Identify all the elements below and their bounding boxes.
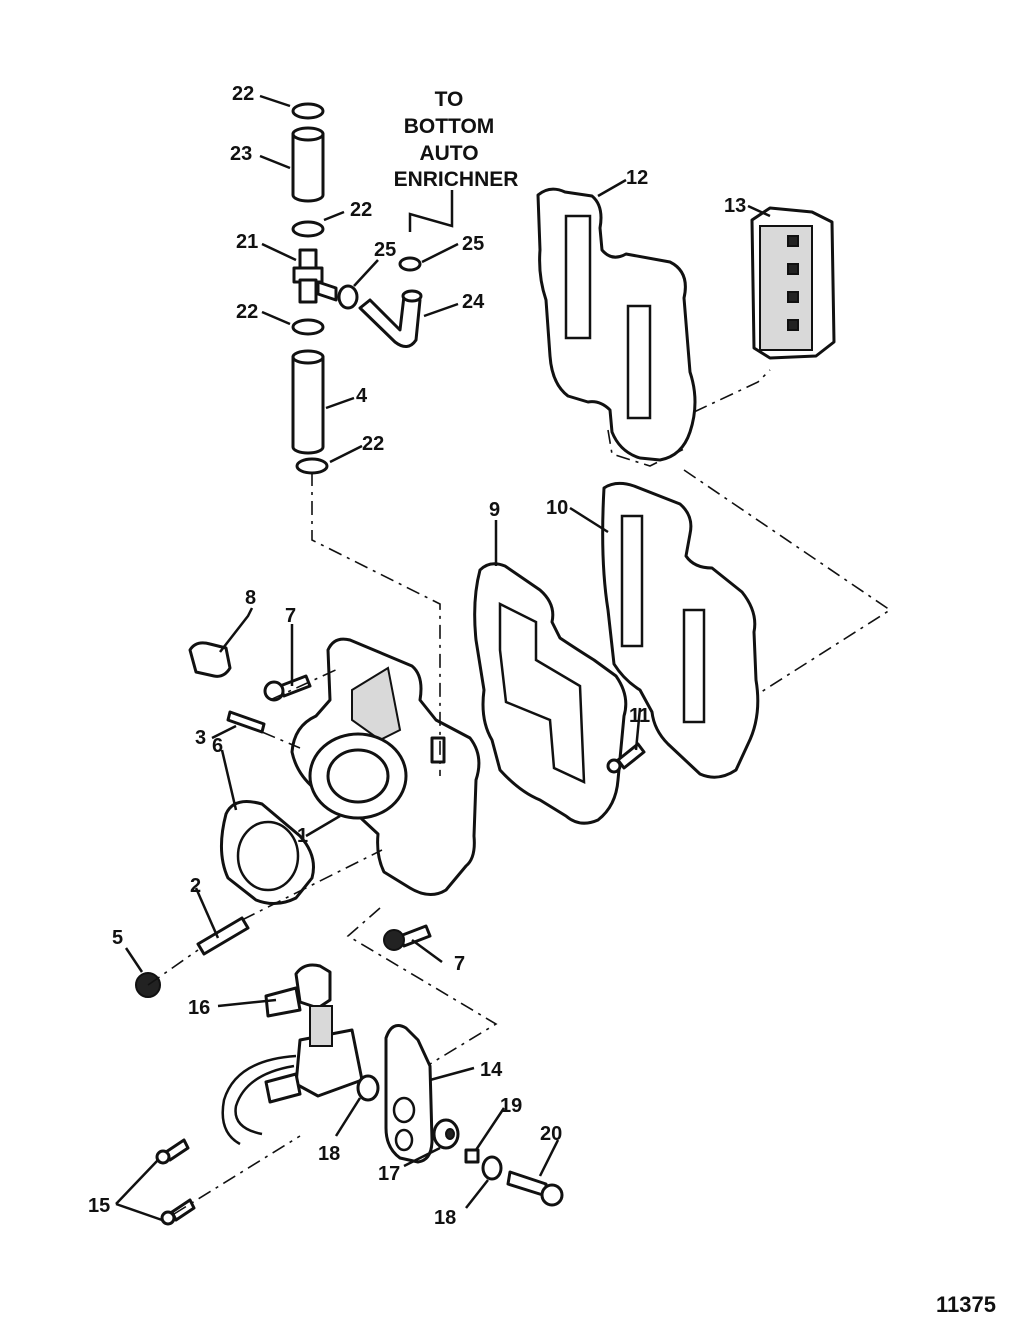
callout-22: 22 [350,199,372,221]
callout-8: 8 [245,587,256,609]
hose-23 [291,132,325,203]
pin-3 [226,710,266,734]
figure-number: 11375 [936,1292,996,1317]
gasket-10 [601,481,760,779]
callout-20: 20 [540,1123,562,1145]
callout-23: 23 [230,143,252,165]
hose-clamp-top [291,102,325,120]
callout-18: 18 [434,1207,456,1229]
callout-17: 17 [378,1163,400,1185]
hose-assembly [291,102,423,475]
hose-clamp-bottom [295,457,329,475]
callout-22: 22 [236,301,258,323]
callout-11: 11 [629,705,650,727]
bracket-14 [384,1024,434,1164]
note-line-1: TO [435,88,464,111]
callout-16: 16 [188,997,210,1019]
callout-18: 18 [318,1143,340,1165]
washer-18-lower [481,1155,503,1181]
screw-7-bottom [383,924,432,951]
callout-4: 4 [356,385,368,407]
auto-enrichner-note: TO BOTTOM AUTO ENRICHNER [394,88,519,191]
gasket-12 [536,187,697,462]
elbow-hose-24 [358,294,422,348]
callout-12: 12 [626,167,648,189]
hose-clamp-2 [291,220,325,238]
callout-13: 13 [724,195,746,217]
callout-1: 1 [297,825,308,847]
callout-7: 7 [285,605,296,627]
callout-22: 22 [362,433,384,455]
gasket-6 [219,800,315,905]
clamp-25-right [398,256,422,272]
screw-11 [606,742,646,774]
screw-15-upper [155,1138,190,1165]
callout-6: 6 [212,735,223,757]
callout-2: 2 [190,875,201,897]
hose-clamp-3 [291,318,325,336]
spacer-19 [464,1148,480,1164]
callout-21: 21 [236,231,258,253]
callout-25: 25 [462,233,484,255]
clamp-25-left [337,284,359,310]
screw-7-top [263,674,312,702]
alignment-lines [147,369,892,1215]
note-line-4: ENRICHNER [394,168,519,191]
leader-lines [115,94,771,1222]
callout-3: 3 [195,727,206,749]
callout-5: 5 [112,927,123,949]
valve-16 [221,963,364,1146]
note-line-3: AUTO [419,142,478,165]
cover-13 [750,206,836,360]
callout-10: 10 [546,497,568,519]
stud-2 [196,916,250,956]
callout-25: 25 [374,239,396,261]
callout-24: 24 [462,291,485,313]
callout-22: 22 [232,83,254,105]
hose-4 [291,355,325,455]
callout-9: 9 [489,499,500,521]
callout-labels: 22 23 22 21 25 25 24 22 4 22 12 13 9 10 … [88,83,746,1229]
washer-18-upper [356,1074,380,1102]
bolt-20 [506,1170,564,1207]
manifold-body [290,637,481,896]
screw-15-lower [160,1198,196,1226]
callout-14: 14 [480,1059,503,1081]
callout-7: 7 [454,953,465,975]
hose-23-end [291,126,325,142]
callout-15: 15 [88,1195,110,1217]
tee-fitting [292,248,338,304]
nipple [430,736,446,764]
callout-19: 19 [500,1095,522,1117]
note-line-2: BOTTOM [404,115,495,138]
note-bracket [408,190,454,232]
grommet-17 [432,1118,460,1150]
gasket-9 [473,562,628,825]
